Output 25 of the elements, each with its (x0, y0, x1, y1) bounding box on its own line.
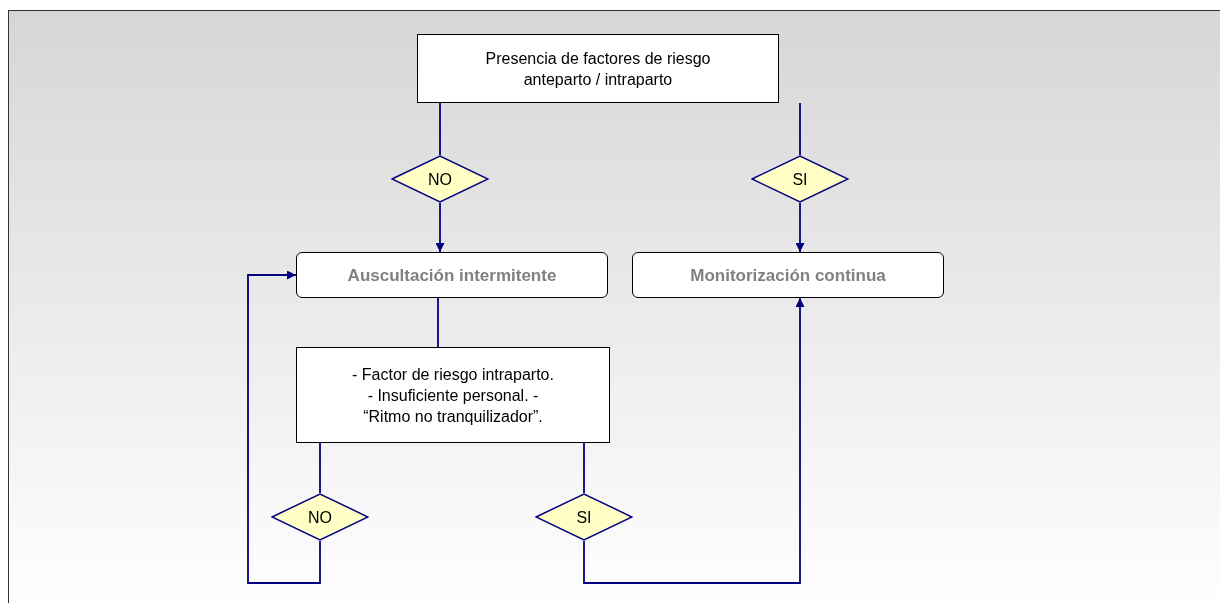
connector-line (799, 102, 801, 156)
arrow (795, 202, 805, 253)
decision-diamond (391, 155, 489, 203)
connector-line (319, 442, 321, 494)
step-text: Presencia de factores de riesgo anteparto / intraparto (484, 48, 712, 90)
arrow (583, 297, 805, 584)
step-text: Auscultación intermitente (347, 264, 557, 286)
decision-diamond (751, 155, 849, 203)
connector-line (439, 102, 441, 156)
decision-diamond (271, 493, 369, 541)
decision-label: SI (792, 169, 808, 190)
decision-diamond (535, 493, 633, 541)
process-box (296, 252, 608, 298)
decision-label: NO (428, 169, 452, 190)
process-box (417, 34, 779, 103)
step-text: Monitorización continua (690, 264, 886, 286)
arrow (247, 270, 321, 584)
decision-label: SI (576, 507, 592, 528)
connector-line (437, 297, 439, 348)
arrow (435, 202, 445, 253)
decision-label: NO (308, 507, 332, 528)
connector-line (583, 442, 585, 494)
process-box (296, 347, 610, 443)
process-box (632, 252, 944, 298)
step-text: - Factor de riesgo intraparto. - Insuficiente personal. - “Ritmo no tranquilizador”. (351, 364, 555, 427)
